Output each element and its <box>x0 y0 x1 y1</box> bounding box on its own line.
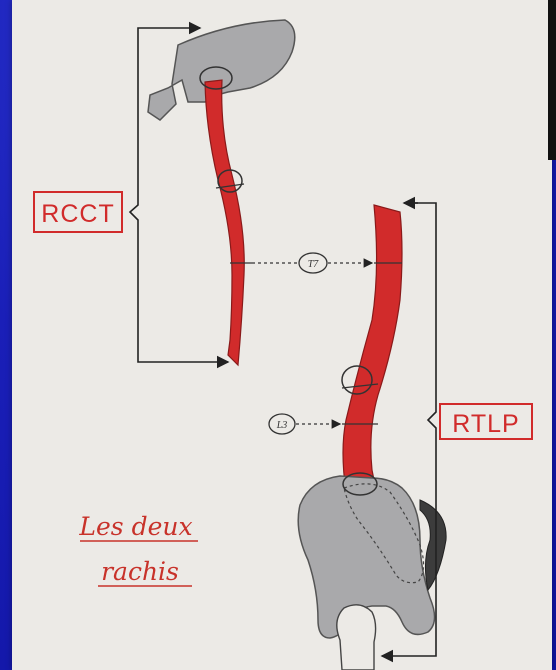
title-line-2: rachis <box>101 557 179 586</box>
femur-bone <box>337 605 376 670</box>
l3-label: L3 <box>276 420 288 431</box>
rcct-label: RCCT <box>41 200 114 228</box>
t7-label: T7 <box>308 259 320 270</box>
upper-spine <box>205 80 244 365</box>
title-line-1: Les deux <box>78 512 192 541</box>
lower-spine <box>343 205 402 492</box>
rtlp-label: RTLP <box>452 410 519 438</box>
